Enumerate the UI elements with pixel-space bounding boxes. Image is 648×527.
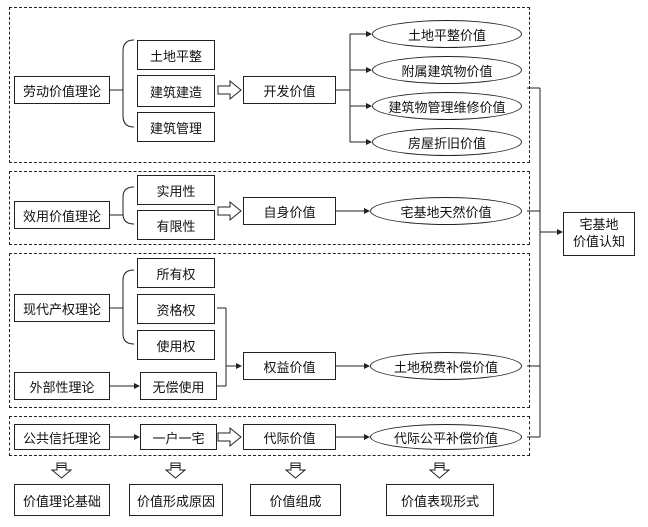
component-development-value: 开发价值 — [243, 76, 336, 104]
target-homestead-value-cognition: 宅基地 价值认知 — [563, 212, 635, 256]
form-land-tax-compensation-value: 土地税费补偿价值 — [370, 352, 522, 380]
form-house-depreciation-value: 房屋折旧价值 — [372, 128, 522, 156]
cause-land-leveling: 土地平整 — [137, 40, 215, 70]
theory-externality: 外部性理论 — [14, 372, 110, 400]
cause-qualification: 资格权 — [137, 294, 215, 324]
form-building-maintenance-value: 建筑物管理维修价值 — [372, 92, 522, 120]
target-line-2: 价值认知 — [572, 235, 625, 250]
cause-practicality: 实用性 — [137, 175, 215, 205]
cause-ownership: 所有权 — [137, 258, 215, 288]
theory-public-trust: 公共信托理论 — [14, 424, 110, 450]
form-intergenerational-compensation-value: 代际公平补偿价值 — [370, 424, 522, 450]
cause-one-household-one-plot: 一户一宅 — [140, 424, 217, 450]
group-utility-frame — [9, 171, 530, 245]
group-labor-frame — [9, 7, 530, 163]
target-line-1: 宅基地 — [579, 218, 619, 233]
label-value-expression-form: 价值表现形式 — [386, 484, 494, 516]
form-auxiliary-building-value: 附属建筑物价值 — [372, 56, 522, 84]
cause-usage-right: 使用权 — [137, 330, 215, 360]
component-intrinsic-value: 自身价值 — [243, 197, 336, 225]
component-intergenerational-value: 代际价值 — [243, 424, 336, 450]
theory-property-rights: 现代产权理论 — [14, 294, 110, 322]
theory-labor: 劳动价值理论 — [14, 76, 110, 104]
theory-utility: 效用价值理论 — [14, 201, 110, 229]
form-land-leveling-value: 土地平整价值 — [372, 20, 522, 48]
component-rights-value: 权益价值 — [243, 352, 336, 380]
label-theoretical-basis: 价值理论基础 — [14, 484, 110, 516]
cause-building-management: 建筑管理 — [137, 112, 215, 142]
cause-scarcity: 有限性 — [137, 210, 215, 240]
cause-construction: 建筑建造 — [137, 75, 215, 107]
label-value-composition: 价值组成 — [250, 484, 341, 516]
label-formation-cause: 价值形成原因 — [129, 484, 223, 516]
group-trust-frame — [9, 416, 530, 456]
cause-free-use: 无偿使用 — [140, 372, 217, 400]
form-natural-value: 宅基地天然价值 — [370, 197, 522, 225]
group-property-frame — [9, 253, 530, 408]
